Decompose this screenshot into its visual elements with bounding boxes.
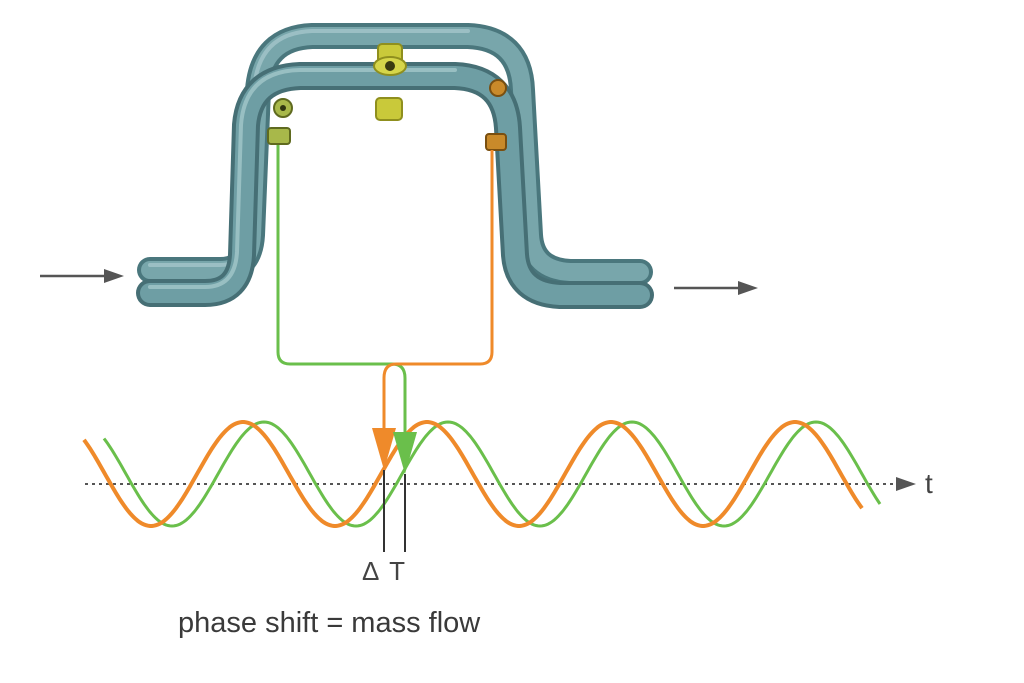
inlet-signal-wire (276, 145, 407, 448)
driver-icon (373, 43, 407, 121)
flow-in-arrow-icon (40, 269, 124, 283)
outlet-sensor-wave (102, 420, 882, 528)
sensor-icon (485, 79, 507, 151)
delta-t-markers (383, 470, 406, 552)
time-axis-label: t (925, 468, 933, 499)
inlet-signal-arrow-icon (372, 428, 396, 470)
sensor-icon (267, 98, 293, 145)
flow-out-arrow-icon (674, 281, 758, 295)
outlet-signal-arrow-icon (393, 432, 417, 474)
inlet-sensor-wave (82, 420, 864, 528)
diagram-caption: phase shift = mass flow (178, 607, 481, 639)
flow-tube-front (136, 62, 654, 309)
outlet-signal-wire (382, 150, 494, 440)
delta-t-label: Δ T (362, 556, 408, 586)
time-axis (85, 477, 916, 491)
